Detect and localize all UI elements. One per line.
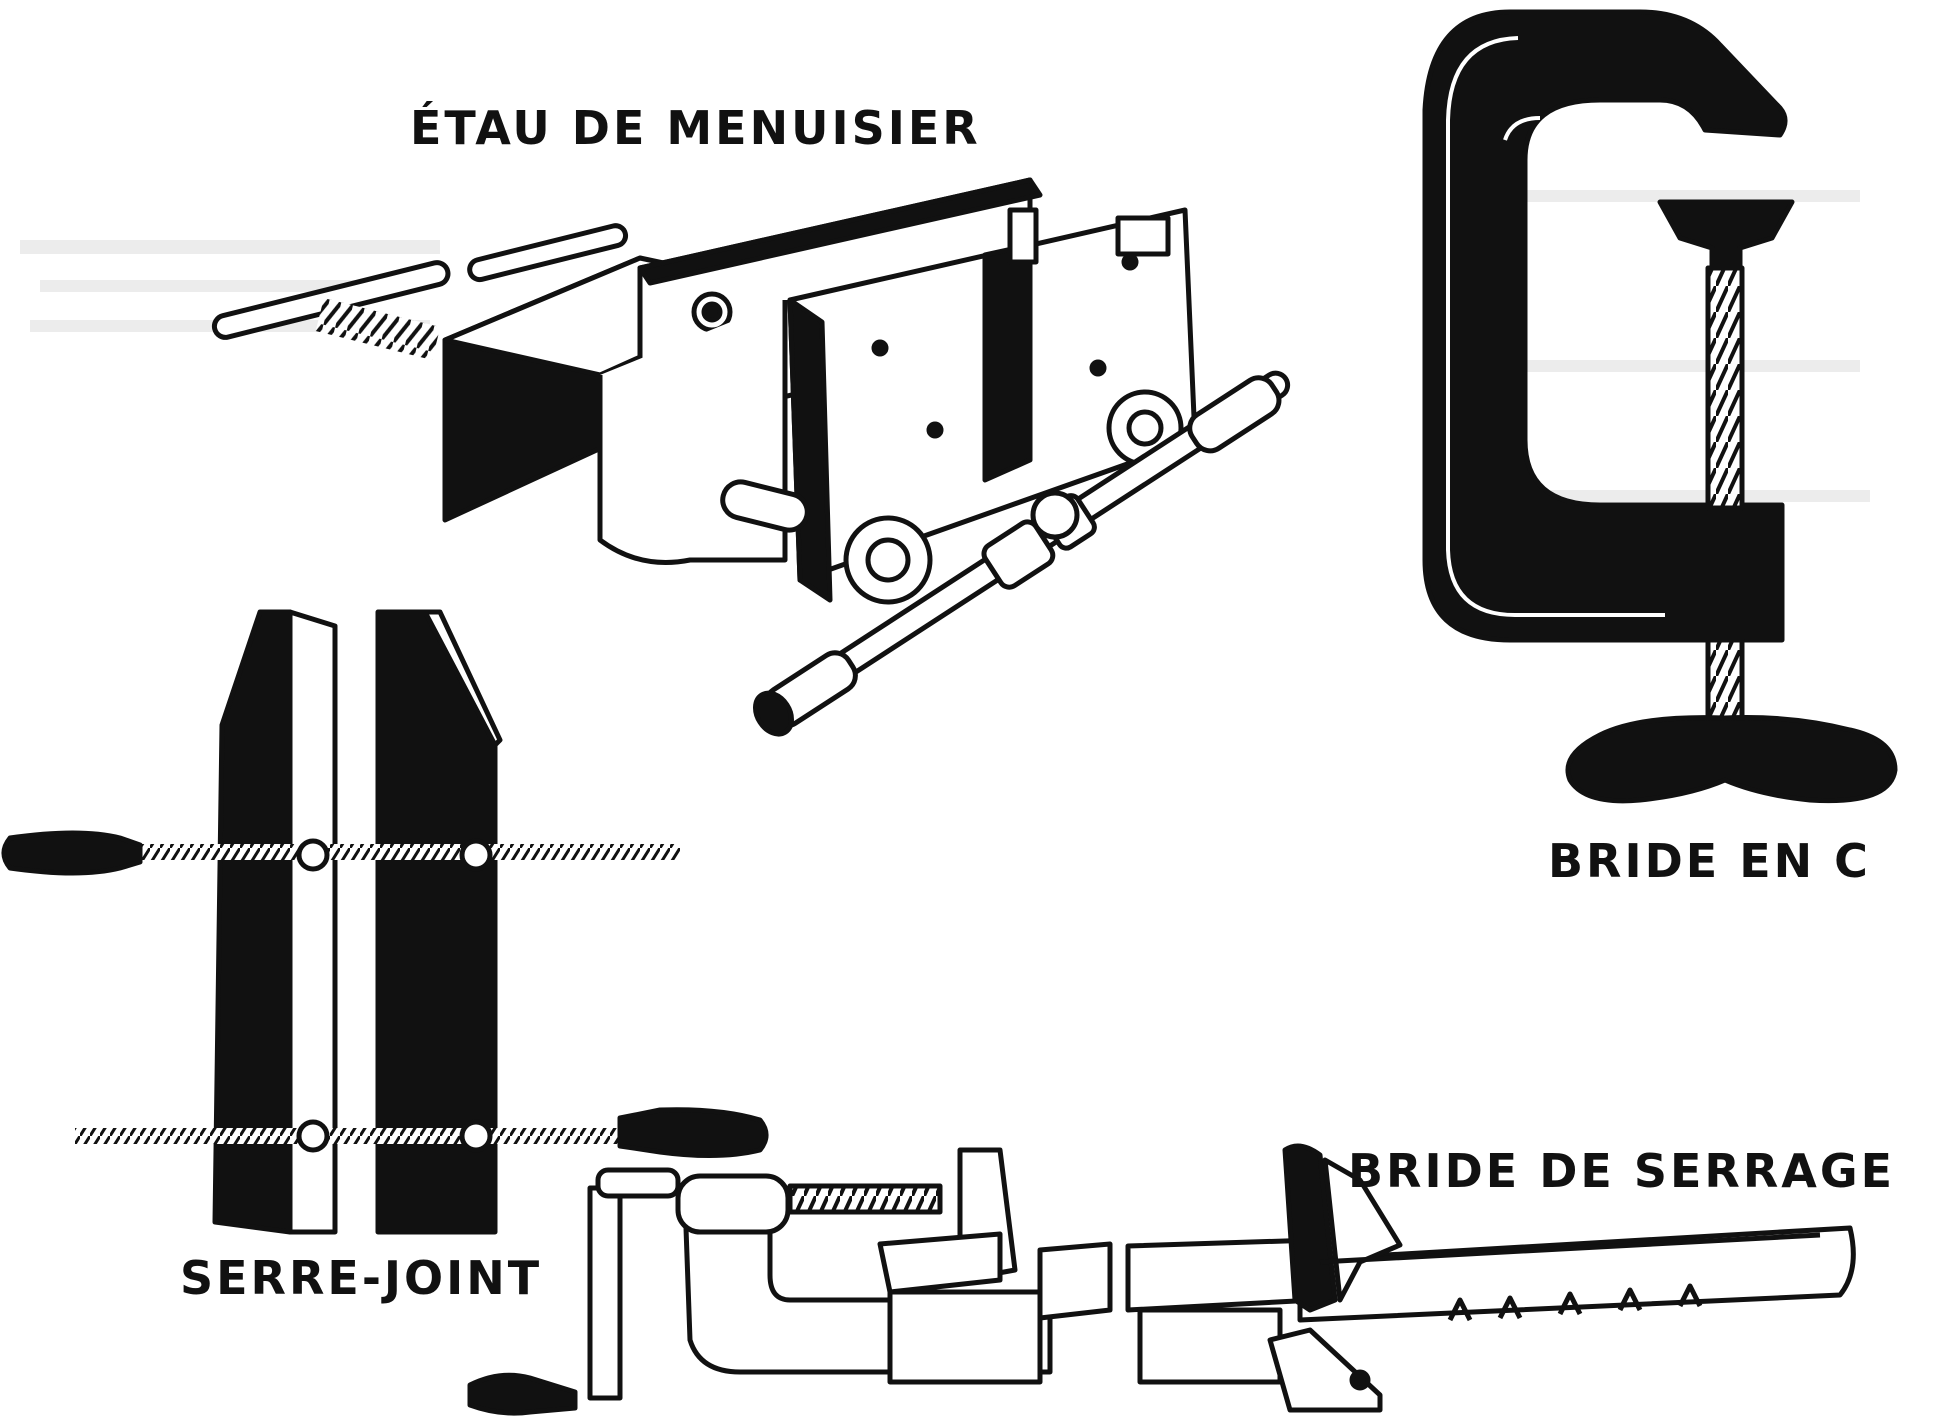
woodworking-vise-illustration: [211, 177, 1291, 737]
bar-clamp-label: BRIDE DE SERRAGE: [1348, 1144, 1896, 1198]
handscrew-clamp-illustration: [1, 609, 769, 1235]
c-clamp-illustration: [1422, 9, 1898, 804]
woodworking-vise-label: ÉTAU DE MENUISIER: [410, 101, 981, 155]
c-clamp-label: BRIDE EN C: [1548, 834, 1871, 888]
handscrew-clamp-label: SERRE-JOINT: [180, 1251, 543, 1305]
bar-clamp-illustration: [467, 1143, 1856, 1416]
